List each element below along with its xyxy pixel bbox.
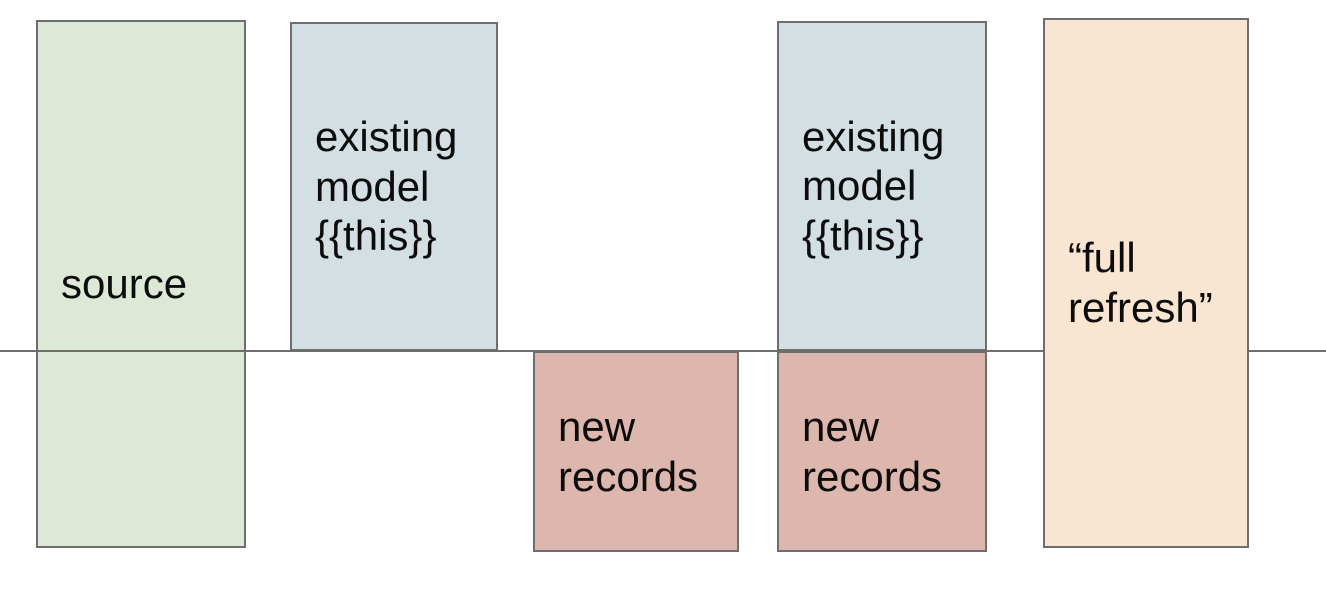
existing-model-box-1-label: existing model {{this}}: [315, 113, 458, 260]
full-refresh-box: “full refresh”: [1043, 18, 1249, 548]
full-refresh-box-label: “full refresh”: [1068, 234, 1213, 331]
new-records-box-2-label: new records: [802, 402, 943, 500]
new-records-box-2: new records: [777, 351, 987, 552]
existing-model-box-2-label: existing model {{this}}: [802, 112, 945, 259]
existing-model-box-1: existing model {{this}}: [290, 22, 498, 351]
source-box-label: source: [61, 260, 188, 308]
new-records-box-1: new records: [533, 351, 739, 552]
new-records-box-1-label: new records: [558, 402, 699, 500]
existing-model-box-2: existing model {{this}}: [777, 21, 987, 351]
source-box: source: [36, 20, 246, 548]
